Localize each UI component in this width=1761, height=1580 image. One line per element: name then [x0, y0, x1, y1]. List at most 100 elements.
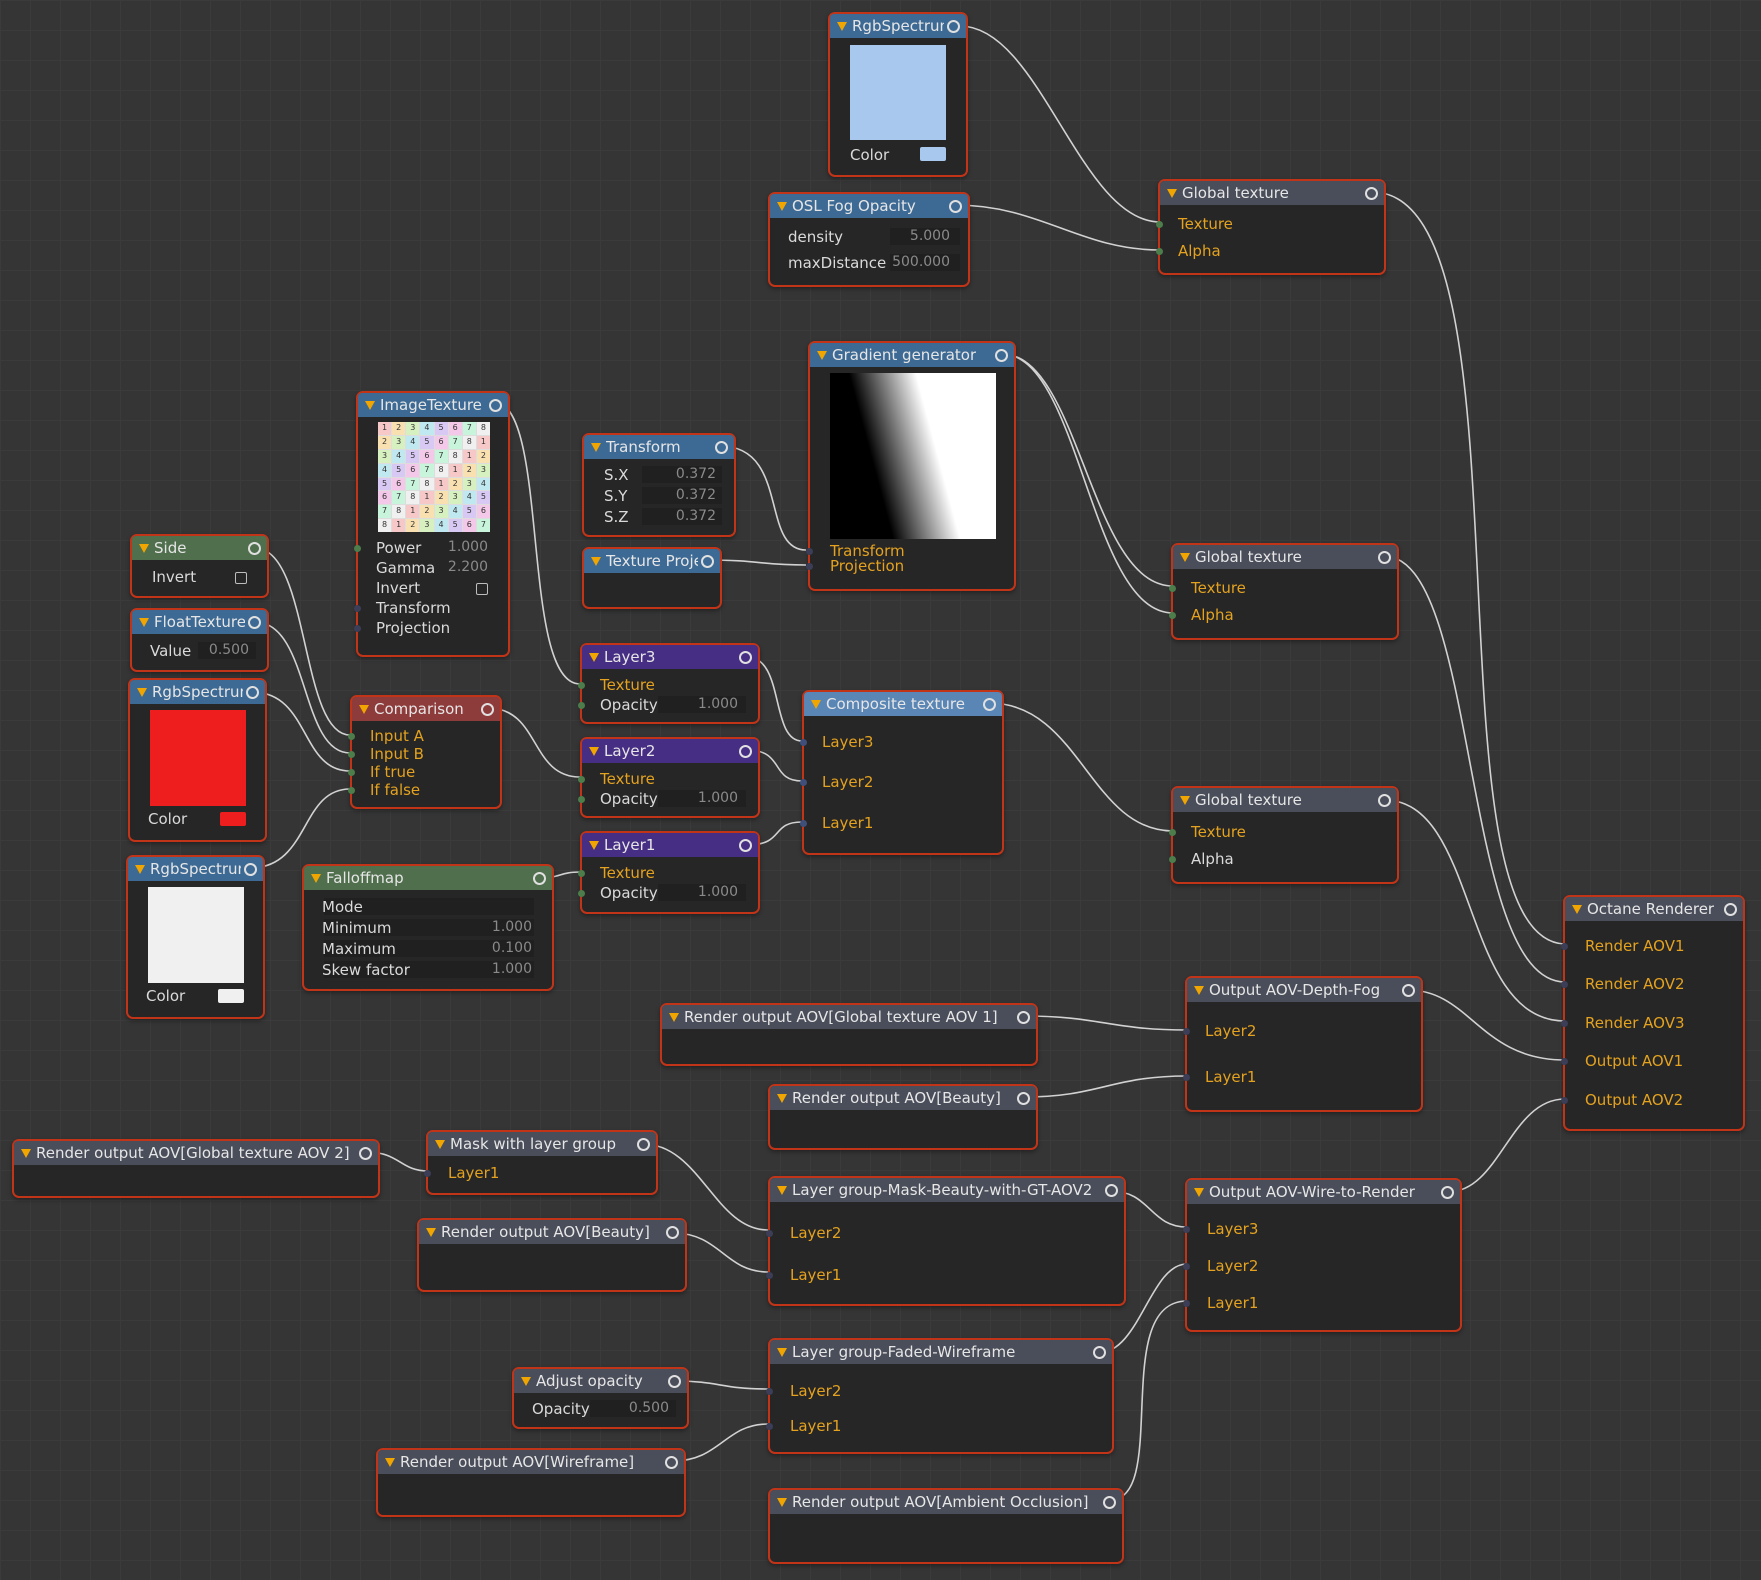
output-port-icon[interactable] — [715, 441, 728, 454]
node-header[interactable]: Render output AOV[Beauty] — [770, 1086, 1036, 1110]
minimum-value[interactable]: 1.000 — [491, 919, 532, 935]
input-port-icon[interactable] — [424, 1170, 431, 1177]
input-port-icon[interactable] — [354, 625, 361, 632]
collapse-triangle-icon[interactable] — [1167, 189, 1177, 198]
output-port-icon[interactable] — [244, 863, 257, 876]
input-port-icon[interactable] — [766, 1272, 773, 1279]
collapse-triangle-icon[interactable] — [777, 1348, 787, 1357]
maxdistance-value[interactable]: 500.000 — [892, 254, 950, 270]
node-layer1[interactable]: Layer1 Texture Opacity 1.000 — [578, 831, 760, 914]
node-header[interactable]: Layer2 — [582, 739, 758, 763]
invert-checkbox[interactable] — [476, 583, 488, 595]
node-layer3[interactable]: Layer3 Texture Opacity 1.000 — [578, 643, 760, 724]
node-comparison[interactable]: Comparison Input A Input B If true If fa… — [348, 695, 502, 809]
node-header[interactable]: Layer1 — [582, 833, 758, 857]
node-header[interactable]: Falloffmap — [304, 866, 552, 890]
output-port-icon[interactable] — [533, 872, 546, 885]
input-port-icon[interactable] — [1183, 1300, 1190, 1307]
collapse-triangle-icon[interactable] — [137, 688, 147, 697]
node-header[interactable]: Layer group-Faded-Wireframe — [770, 1340, 1112, 1364]
node-header[interactable]: Composite texture — [804, 692, 1002, 716]
sz-value[interactable]: 0.372 — [675, 508, 716, 524]
input-port-icon[interactable] — [578, 702, 585, 709]
mode-dropdown[interactable] — [324, 898, 534, 915]
input-port-icon[interactable] — [348, 733, 355, 740]
node-rgb-spectrum-red[interactable]: RgbSpectrum Color — [128, 678, 267, 842]
input-port-icon[interactable] — [1561, 1097, 1568, 1104]
gamma-value[interactable]: 2.200 — [447, 559, 488, 575]
collapse-triangle-icon[interactable] — [591, 557, 601, 566]
node-header[interactable]: Global texture — [1160, 181, 1384, 205]
node-header[interactable]: Octane Renderer — [1565, 897, 1743, 921]
output-port-icon[interactable] — [668, 1375, 681, 1388]
output-port-icon[interactable] — [949, 200, 962, 213]
node-mask-with-layer-group[interactable]: Mask with layer group Layer1 — [424, 1130, 658, 1195]
output-port-icon[interactable] — [1103, 1496, 1116, 1509]
output-port-icon[interactable] — [665, 1456, 678, 1469]
output-port-icon[interactable] — [983, 698, 996, 711]
output-port-icon[interactable] — [359, 1147, 372, 1160]
input-port-icon[interactable] — [766, 1230, 773, 1237]
collapse-triangle-icon[interactable] — [359, 705, 369, 714]
collapse-triangle-icon[interactable] — [777, 202, 787, 211]
skew-factor-slider[interactable] — [324, 961, 534, 978]
color-swatch[interactable] — [218, 989, 244, 1003]
node-header[interactable]: RgbSpectrum — [128, 857, 263, 881]
collapse-triangle-icon[interactable] — [135, 865, 145, 874]
collapse-triangle-icon[interactable] — [591, 443, 601, 452]
output-port-icon[interactable] — [248, 616, 261, 629]
node-header[interactable]: Comparison — [352, 697, 500, 721]
density-value[interactable]: 5.000 — [909, 228, 950, 244]
input-port-icon[interactable] — [766, 1388, 773, 1395]
node-header[interactable]: Output AOV-Depth-Fog — [1187, 978, 1421, 1002]
output-port-icon[interactable] — [1378, 794, 1391, 807]
input-port-icon[interactable] — [1169, 585, 1176, 592]
collapse-triangle-icon[interactable] — [777, 1186, 787, 1195]
node-global-texture-3[interactable]: Global texture Texture Alpha — [1169, 786, 1399, 884]
node-texture-projection[interactable]: Texture Projection — [582, 547, 722, 609]
value-slider[interactable] — [198, 642, 256, 659]
input-port-icon[interactable] — [1169, 612, 1176, 619]
input-port-icon[interactable] — [1183, 1074, 1190, 1081]
input-port-icon[interactable] — [1561, 1058, 1568, 1065]
node-header[interactable]: Render output AOV[Global texture AOV 1] — [662, 1005, 1036, 1029]
node-output-aov-depth-fog[interactable]: Output AOV-Depth-Fog Layer2 Layer1 — [1183, 976, 1423, 1112]
output-port-icon[interactable] — [637, 1138, 650, 1151]
node-header[interactable]: Global texture — [1173, 788, 1397, 812]
output-port-icon[interactable] — [489, 399, 502, 412]
collapse-triangle-icon[interactable] — [589, 841, 599, 850]
collapse-triangle-icon[interactable] — [1180, 796, 1190, 805]
node-header[interactable]: Render output AOV[Ambient Occlusion] — [770, 1490, 1122, 1514]
input-port-icon[interactable] — [1561, 1020, 1568, 1027]
output-port-icon[interactable] — [995, 349, 1008, 362]
collapse-triangle-icon[interactable] — [777, 1094, 787, 1103]
power-value[interactable]: 1.000 — [447, 539, 488, 555]
output-port-icon[interactable] — [947, 20, 960, 33]
output-port-icon[interactable] — [1017, 1092, 1030, 1105]
node-header[interactable]: Gradient generator — [810, 343, 1014, 367]
collapse-triangle-icon[interactable] — [589, 747, 599, 756]
node-header[interactable]: Global texture — [1173, 545, 1397, 569]
input-port-icon[interactable] — [806, 548, 813, 555]
output-port-icon[interactable] — [1441, 1186, 1454, 1199]
node-layer-group-mask-beauty[interactable]: Layer group-Mask-Beauty-with-GT-AOV2 Lay… — [766, 1176, 1126, 1306]
node-float-texture[interactable]: FloatTexture Value 0.500 — [130, 608, 269, 672]
sx-value[interactable]: 0.372 — [675, 466, 716, 482]
output-port-icon[interactable] — [1724, 903, 1737, 916]
node-global-texture-2[interactable]: Global texture Texture Alpha — [1169, 543, 1399, 640]
node-render-output-beauty-2[interactable]: Render output AOV[Beauty] — [417, 1218, 687, 1292]
collapse-triangle-icon[interactable] — [669, 1013, 679, 1022]
output-port-icon[interactable] — [246, 686, 259, 699]
node-composite-texture[interactable]: Composite texture Layer3 Layer2 Layer1 — [800, 690, 1004, 855]
input-port-icon[interactable] — [348, 769, 355, 776]
collapse-triangle-icon[interactable] — [817, 351, 827, 360]
input-port-icon[interactable] — [1169, 856, 1176, 863]
input-port-icon[interactable] — [578, 682, 585, 689]
node-header[interactable]: Side — [132, 536, 267, 560]
input-port-icon[interactable] — [1156, 221, 1163, 228]
collapse-triangle-icon[interactable] — [1180, 553, 1190, 562]
output-port-icon[interactable] — [248, 542, 261, 555]
opacity-slider[interactable] — [590, 1400, 676, 1417]
collapse-triangle-icon[interactable] — [1194, 986, 1204, 995]
input-port-icon[interactable] — [578, 870, 585, 877]
